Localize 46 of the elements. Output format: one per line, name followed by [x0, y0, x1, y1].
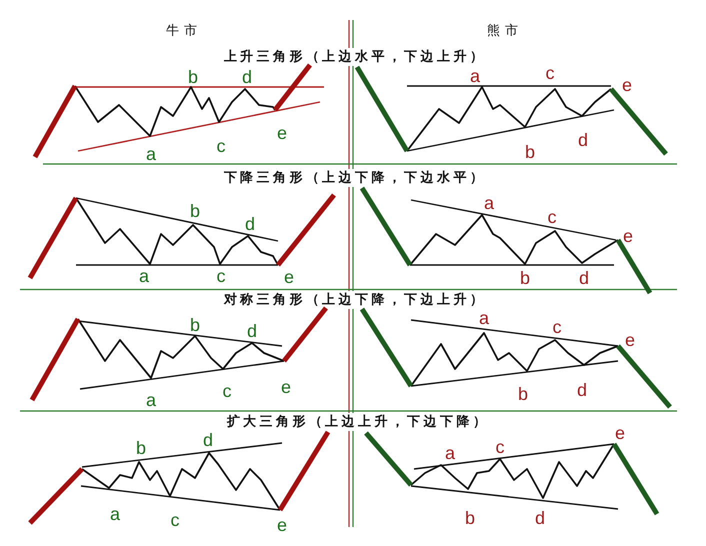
pattern-title: 下降三角形（上边下降，下边水平） — [224, 172, 486, 184]
wave-label: c — [552, 318, 562, 336]
wave-label: a — [146, 391, 156, 409]
wave-label: b — [188, 68, 198, 86]
wave-label: a — [470, 67, 480, 85]
wave-label: d — [579, 269, 589, 287]
wave-label: e — [622, 76, 632, 94]
pattern-title: 扩大三角形（上边上升，下边下降） — [226, 416, 490, 428]
wave-label: d — [535, 509, 545, 527]
wave-label: d — [242, 68, 252, 86]
wave-label: e — [615, 424, 625, 442]
wave-label: a — [479, 309, 489, 327]
wave-label: c — [216, 267, 226, 285]
wave-label: d — [203, 431, 213, 449]
wave-label: c — [546, 64, 554, 82]
wave-label: a — [445, 444, 455, 462]
wave-label: b — [190, 316, 200, 334]
wave-label: b — [136, 439, 146, 457]
wave-label: c — [216, 137, 226, 155]
wave-label: c — [222, 382, 232, 400]
wave-label: b — [518, 385, 528, 403]
wave-label: d — [577, 381, 587, 399]
column-heading: 熊市 — [487, 24, 523, 38]
wave-label: e — [277, 516, 287, 534]
wave-label: d — [578, 131, 588, 149]
pattern-title: 对称三角形（上边下降，下边上升） — [224, 294, 486, 306]
wave-label: e — [284, 268, 294, 286]
wave-label: b — [190, 202, 200, 220]
column-heading: 牛市 — [166, 24, 202, 38]
wave-label: d — [245, 215, 255, 233]
wave-label: a — [139, 267, 149, 285]
wave-label: c — [170, 511, 180, 529]
wave-label: e — [281, 378, 291, 396]
wave-label: e — [623, 227, 633, 245]
wave-label: a — [146, 145, 156, 163]
pattern-title: 上升三角形（上边水平，下边上升） — [224, 50, 486, 64]
wave-label: c — [496, 438, 504, 456]
wave-label: b — [465, 509, 475, 527]
wave-label: a — [484, 194, 494, 212]
wave-label: b — [520, 269, 530, 287]
wave-label: d — [247, 322, 257, 340]
wave-label: e — [625, 331, 635, 349]
wave-label: b — [525, 143, 535, 161]
wave-label: e — [277, 124, 287, 142]
wave-label: c — [548, 208, 556, 226]
wave-label: a — [110, 505, 120, 523]
